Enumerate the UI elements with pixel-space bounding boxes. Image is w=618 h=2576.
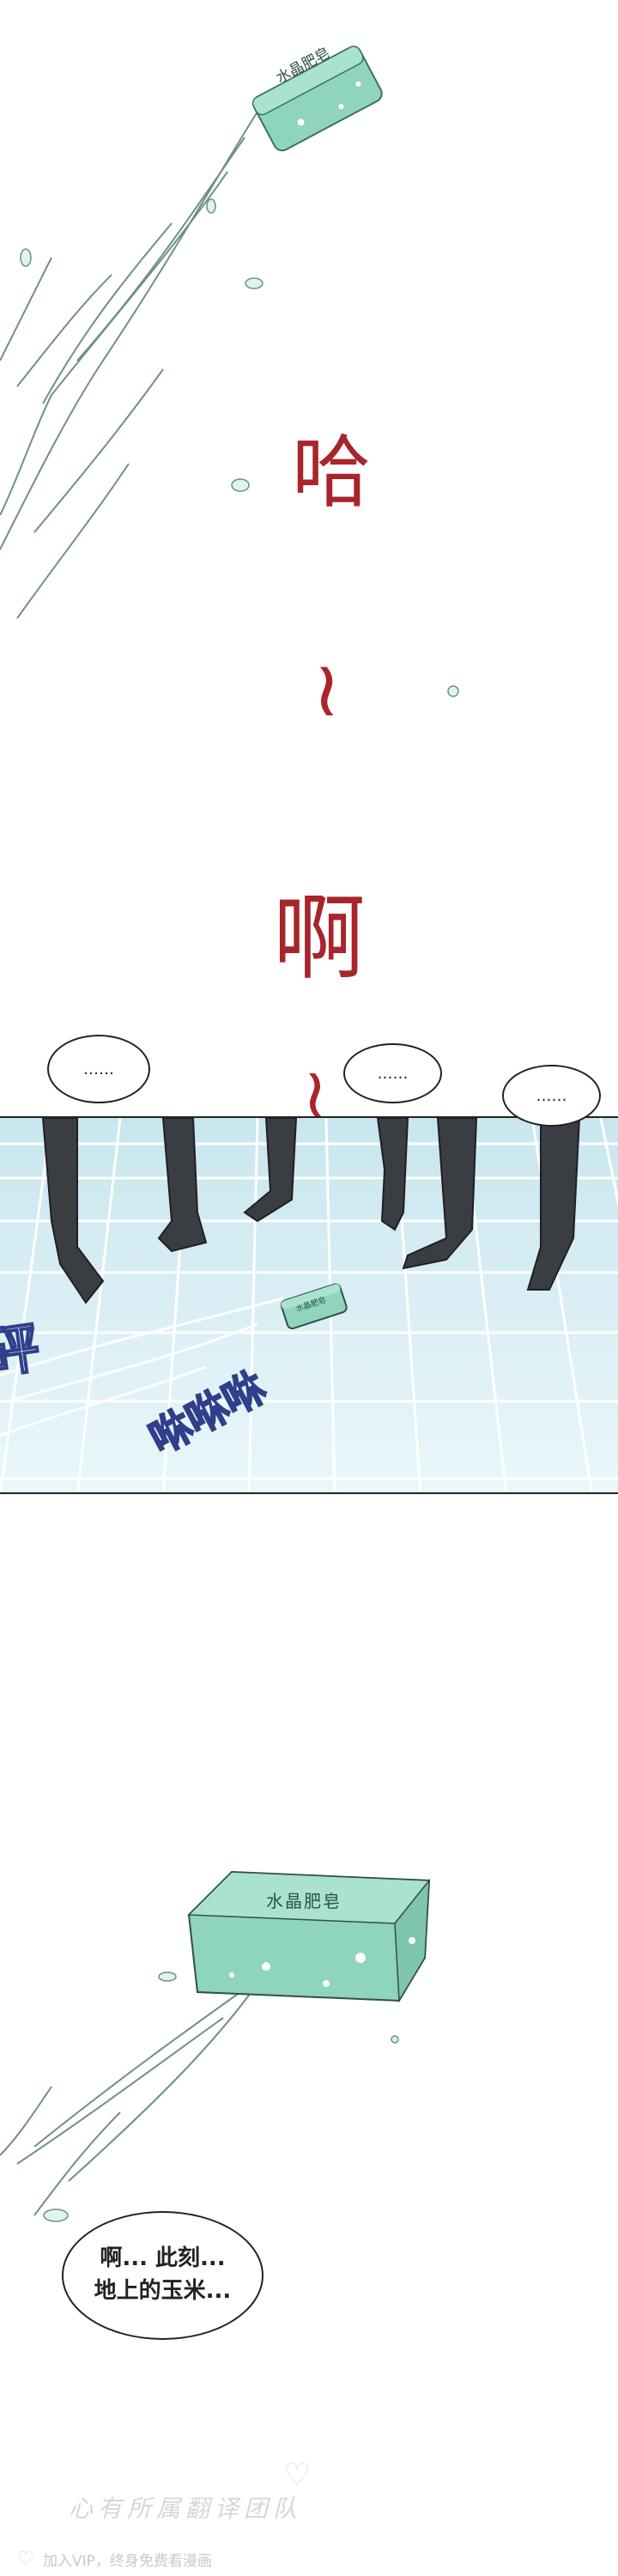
speech-bubble-ellipsis-2: …… — [343, 1043, 442, 1103]
leg-2 — [157, 1118, 208, 1253]
leg-5 — [402, 1118, 478, 1270]
speech-bubble-ellipsis-1: …… — [47, 1035, 150, 1103]
soap-label-bottom: 水晶肥皂 — [266, 1891, 342, 1911]
bubble-text: …… — [83, 1060, 114, 1078]
bubble-text: …… — [377, 1064, 409, 1083]
heart-icon: ♡ — [283, 2458, 312, 2493]
leg-1 — [41, 1118, 105, 1304]
soap-bar-floor: 水晶肥皂 — [276, 1281, 354, 1333]
speech-bubble-dialogue: 啊... 此刻... 地上的玉米... — [62, 2211, 264, 2340]
leg-4 — [376, 1118, 409, 1231]
watermark: 心有所属翻译团队 ♡ ♡ 加入VIP，终身免费看漫画 — [0, 2447, 618, 2576]
watermark-tagline: 加入VIP，终身免费看漫画 — [43, 2553, 212, 2570]
leg-3 — [243, 1118, 298, 1223]
speech-bubble-ellipsis-3: …… — [502, 1065, 601, 1127]
dialogue-text: 啊... 此刻... 地上的玉米... — [94, 2245, 232, 2304]
watermark-group: 心有所属翻译团队 — [69, 2494, 303, 2523]
sfx-ah: 啊 — [273, 885, 367, 993]
floor-panel: 水晶肥皂 砰 咻咻咻 — [0, 1116, 618, 1494]
water-splash-top — [0, 111, 459, 697]
heart-icon-small: ♡ — [17, 2549, 34, 2570]
sfx-ha: 哈 — [292, 427, 372, 519]
leg-6 — [526, 1118, 581, 1291]
bubble-text: …… — [536, 1086, 567, 1105]
soap-bar-bottom: 水晶肥皂 — [180, 1863, 438, 2009]
soap-bar-top: 水晶肥皂 — [240, 34, 383, 152]
